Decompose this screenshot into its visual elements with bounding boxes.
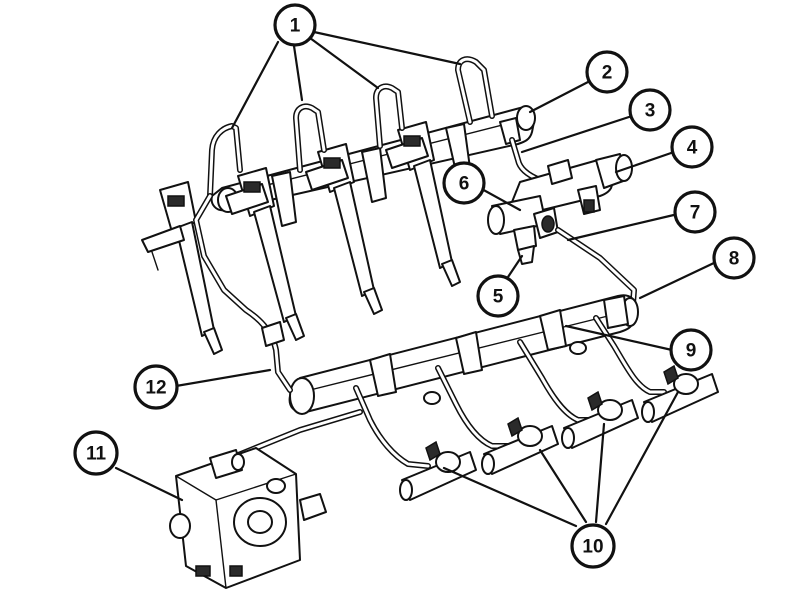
callout-leaders <box>114 30 718 528</box>
callout-3-label: 3 <box>645 101 656 122</box>
callout-3: 3 <box>628 88 672 132</box>
callout-11: 11 <box>73 430 119 476</box>
callout-1-label: 1 <box>290 16 301 37</box>
lower-injector-1 <box>399 440 477 501</box>
callout-4-label: 4 <box>687 138 698 159</box>
pressure-regulator <box>487 195 559 265</box>
upper-rail-clamps <box>271 123 471 227</box>
callout-8: 8 <box>712 236 756 280</box>
high-pressure-pump <box>169 447 327 589</box>
callout-9: 9 <box>669 328 713 372</box>
callout-10: 10 <box>570 523 616 569</box>
lower-injector-lines <box>353 315 667 469</box>
callout-7: 7 <box>673 190 717 234</box>
upper-injector-3 <box>305 143 383 315</box>
callout-10-label: 10 <box>582 537 603 558</box>
callout-9-label: 9 <box>686 341 697 362</box>
lower-injector-4 <box>641 364 719 423</box>
lower-rail-clamps <box>369 309 587 405</box>
callout-12-label: 12 <box>145 378 166 399</box>
callout-5: 5 <box>476 274 520 318</box>
callout-6-label: 6 <box>459 174 470 195</box>
callout-1: 1 <box>273 3 317 47</box>
lower-injector-2 <box>481 416 559 475</box>
callout-12: 12 <box>133 364 179 410</box>
callout-2: 2 <box>585 50 629 94</box>
callout-7-label: 7 <box>690 203 701 224</box>
callout-2-label: 2 <box>602 63 613 84</box>
callout-6: 6 <box>442 161 486 205</box>
high-pressure-feed-line <box>193 193 363 463</box>
upper-injector-2 <box>225 167 305 341</box>
callout-5-label: 5 <box>493 287 504 308</box>
callout-11-label: 11 <box>86 444 107 465</box>
callout-8-label: 8 <box>729 249 740 270</box>
lower-injector-3 <box>561 390 639 449</box>
callout-4: 4 <box>670 125 714 169</box>
upper-injector-4 <box>385 121 461 287</box>
